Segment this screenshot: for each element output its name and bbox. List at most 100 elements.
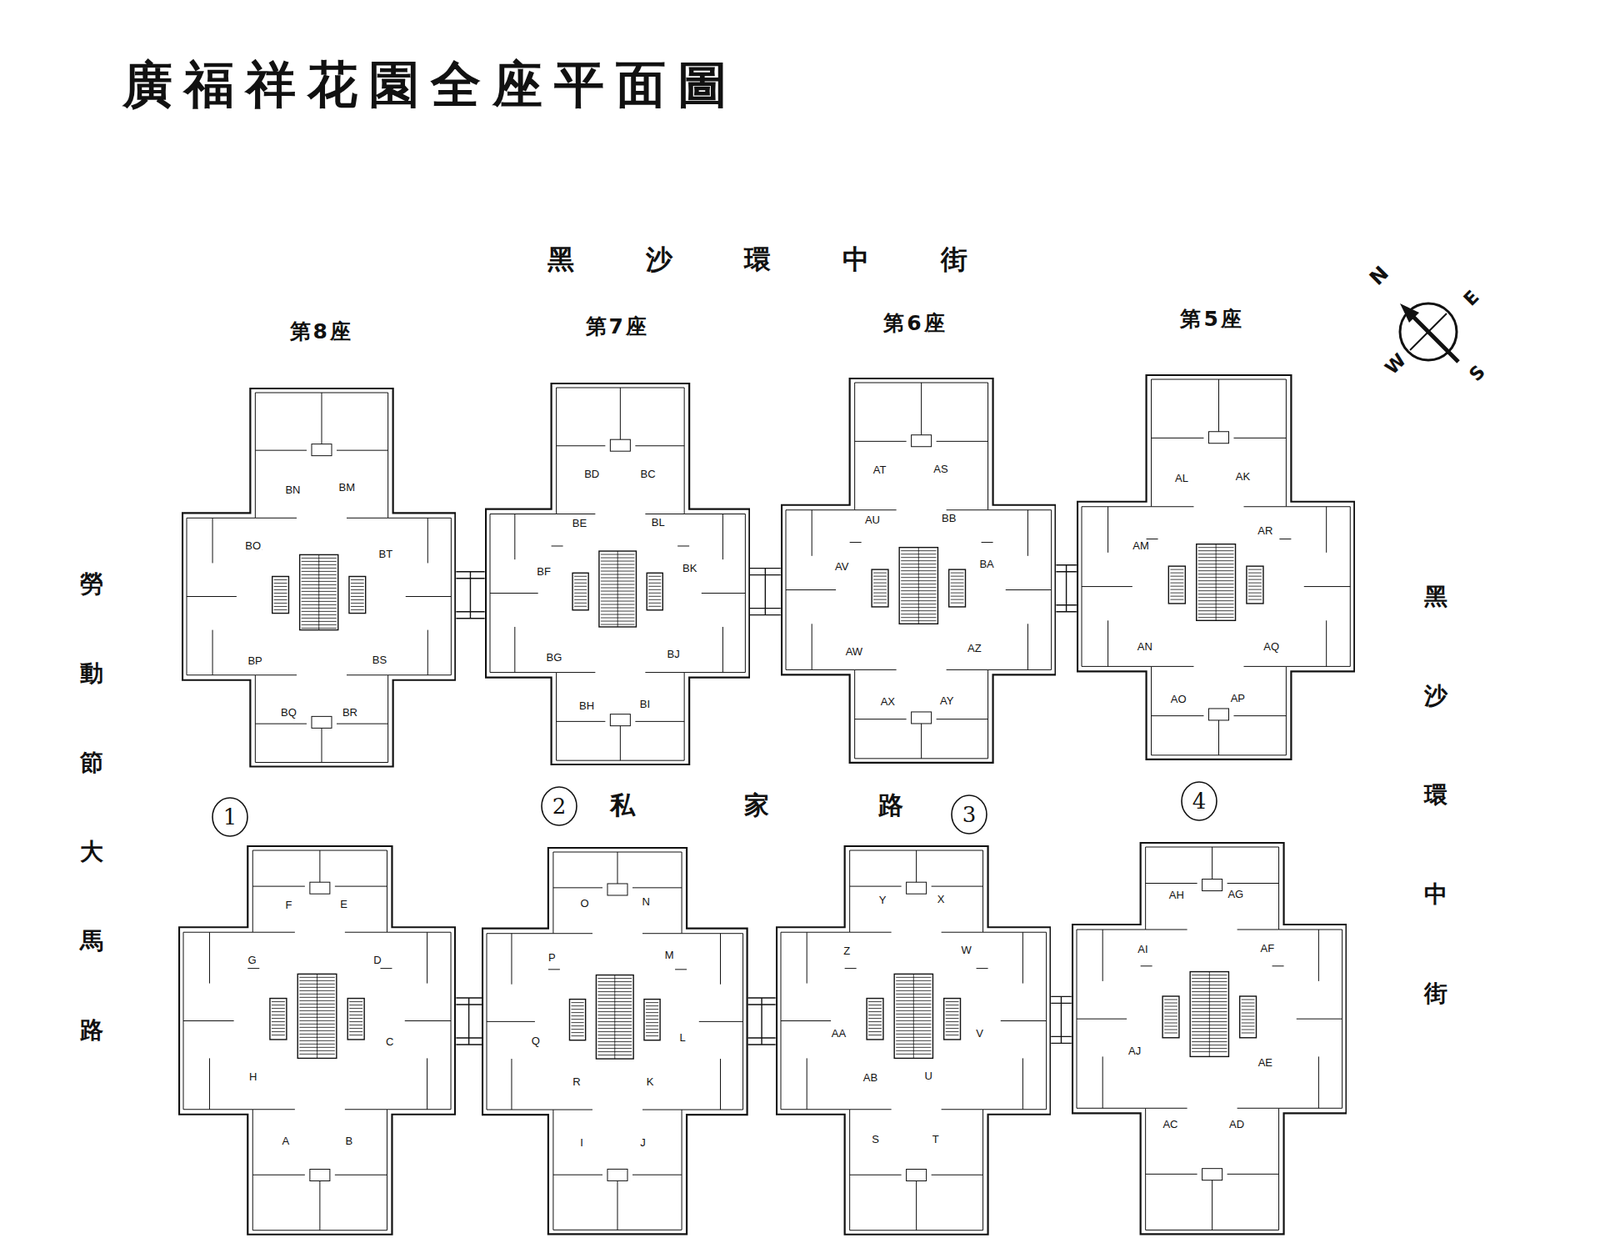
- building-block: YXZWAAVABUST: [775, 845, 1052, 1235]
- unit-label: AS: [931, 463, 950, 475]
- unit-label: AP: [1229, 691, 1247, 704]
- unit-label: BS: [370, 654, 389, 666]
- unit-label: AO: [1169, 693, 1189, 705]
- compass-letter: N: [1365, 262, 1394, 290]
- unit-label: BK: [680, 562, 699, 575]
- unit-label: AM: [1130, 540, 1151, 552]
- unit-label: D: [371, 954, 383, 966]
- unit-label: Q: [530, 1035, 542, 1047]
- unit-label: AN: [1135, 640, 1155, 653]
- compass-letter: E: [1460, 286, 1484, 310]
- unit-label: AT: [871, 464, 889, 476]
- unit-label: X: [935, 893, 947, 905]
- walkway-bridge: [455, 571, 485, 619]
- unit-label: G: [245, 954, 258, 966]
- unit-label: F: [284, 899, 295, 911]
- unit-label: M: [663, 949, 676, 961]
- unit-label: E: [338, 898, 350, 910]
- unit-label: AR: [1255, 525, 1275, 537]
- building-block: 第8座BNBMBOBTBPBSBQBR: [181, 387, 456, 768]
- unit-label: BI: [638, 698, 652, 710]
- street-name: 黑沙環中街: [1424, 546, 1448, 1043]
- unit-label: W: [959, 944, 973, 956]
- block-heading: 第5座: [1180, 308, 1244, 332]
- unit-label: R: [570, 1075, 582, 1088]
- unit-label: P: [546, 950, 558, 963]
- unit-label: H: [247, 1070, 259, 1083]
- building-block: AHAGAIAFAJAEACAD: [1071, 841, 1348, 1235]
- walkway-bridge: [455, 997, 482, 1045]
- callout-circle: [1181, 781, 1217, 820]
- walkway-bridge: [748, 997, 776, 1045]
- unit-label: BR: [340, 706, 360, 719]
- compass-letter: W: [1381, 350, 1410, 379]
- unit-label: BT: [377, 548, 395, 560]
- unit-label: AA: [830, 1027, 848, 1040]
- callout-number: 1: [223, 805, 238, 830]
- building-plan: [485, 382, 750, 765]
- unit-label: BA: [977, 558, 995, 570]
- callout-circle: [541, 786, 577, 825]
- unit-label: AK: [1234, 470, 1252, 483]
- unit-label: Z: [841, 945, 852, 957]
- block-heading: 第8座: [290, 320, 354, 344]
- building-block: 第5座ALAKAMARANAQAOAP: [1076, 374, 1355, 760]
- unit-label: B: [343, 1135, 355, 1147]
- unit-label: AD: [1227, 1118, 1246, 1130]
- unit-label: V: [974, 1027, 985, 1040]
- unit-label: AU: [863, 514, 882, 526]
- unit-label: BH: [577, 700, 596, 712]
- walkway-bridge: [1050, 995, 1071, 1043]
- unit-label: BF: [535, 565, 553, 578]
- unit-label: BC: [639, 468, 658, 480]
- unit-label: BJ: [665, 648, 682, 660]
- unit-label: AZ: [965, 641, 984, 654]
- unit-label: AH: [1167, 889, 1186, 901]
- street-name: 勞動節大馬路: [80, 539, 104, 1075]
- unit-label: K: [645, 1075, 656, 1088]
- street-name: 私家路: [610, 790, 1013, 819]
- unit-label: AG: [1225, 887, 1245, 900]
- building-plan: [181, 387, 456, 768]
- building-block: ONPMQLRKIJ: [481, 846, 749, 1235]
- unit-label: AJ: [1126, 1045, 1143, 1057]
- unit-label: L: [678, 1031, 688, 1044]
- building-plan: [775, 845, 1052, 1235]
- walkway-bridge: [750, 568, 781, 615]
- unit-label: BM: [337, 481, 358, 494]
- building-plan: [1076, 374, 1355, 760]
- unit-label: AI: [1135, 943, 1150, 955]
- unit-label: AB: [861, 1071, 880, 1084]
- building-plan: [780, 377, 1057, 764]
- building-plan: [481, 846, 749, 1235]
- unit-label: BE: [570, 517, 589, 530]
- unit-label: AX: [879, 695, 897, 708]
- unit-label: O: [579, 897, 591, 910]
- unit-label: BO: [243, 540, 263, 552]
- compass-rose: [1400, 303, 1459, 362]
- building-block: FEGDCHAB: [178, 845, 456, 1235]
- callout-number: 2: [552, 794, 567, 819]
- unit-label: BQ: [279, 706, 299, 719]
- block-heading: 第7座: [585, 315, 650, 339]
- unit-label: BL: [650, 516, 667, 529]
- unit-label: AC: [1160, 1118, 1180, 1130]
- unit-label: BP: [245, 655, 264, 667]
- unit-label: BB: [940, 512, 958, 525]
- unit-label: BD: [582, 468, 601, 480]
- unit-label: N: [640, 895, 651, 908]
- unit-label: S: [870, 1132, 881, 1145]
- unit-label: U: [923, 1069, 935, 1081]
- unit-label: AE: [1256, 1056, 1275, 1069]
- building-block: 第7座BDBCBEBLBFBKBGBJBHBI: [485, 382, 750, 765]
- compass-letter: S: [1465, 361, 1490, 385]
- unit-label: I: [578, 1136, 585, 1149]
- unit-label: AQ: [1261, 640, 1281, 653]
- unit-label: BN: [283, 484, 302, 496]
- unit-label: Y: [877, 894, 889, 906]
- walkway-bridge: [1055, 565, 1076, 612]
- unit-label: BG: [544, 650, 564, 663]
